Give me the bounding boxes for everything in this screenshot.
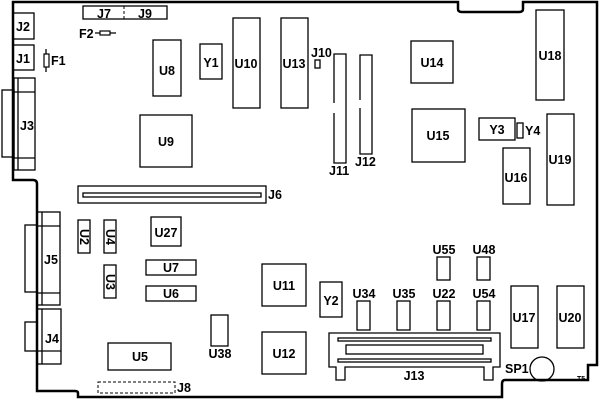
chip-u35: U35 (393, 287, 416, 331)
connector-j2: J2 (12, 12, 35, 40)
label-u22: U22 (433, 287, 456, 301)
chip-u11: U11 (261, 263, 307, 307)
connector-j4: J4 (24, 308, 62, 365)
chip-u6: U6 (145, 285, 197, 302)
label-u14: U14 (421, 56, 444, 70)
chip-u16: U16 (502, 147, 531, 205)
label-u8: U8 (159, 64, 175, 78)
label-f2: F2 (79, 27, 94, 41)
connector-j12: J12 (355, 54, 376, 169)
label-u55: U55 (433, 243, 456, 257)
crystal-y3: Y3 (478, 117, 516, 141)
label-u48: U48 (473, 243, 496, 257)
label-u11: U11 (273, 279, 295, 293)
label-y4: Y4 (525, 124, 540, 138)
label-j11: J11 (329, 164, 349, 178)
label-u18: U18 (539, 49, 562, 63)
chip-u54: U54 (473, 287, 496, 331)
connector-j1: J1 (12, 44, 35, 71)
label-j1: J1 (16, 52, 30, 66)
label-j5: J5 (44, 253, 58, 267)
label-y3: Y3 (489, 123, 504, 137)
label-u6: U6 (163, 287, 179, 301)
label-j6: J6 (268, 188, 282, 202)
label-u15: U15 (427, 129, 450, 143)
chip-u15: U15 (411, 108, 466, 163)
fuse-f2: F2 (79, 27, 116, 41)
label-u4: U4 (103, 229, 117, 245)
label-u35: U35 (393, 287, 416, 301)
label-u27: U27 (155, 226, 178, 240)
label-u19: U19 (549, 153, 572, 167)
label-y1: Y1 (203, 56, 218, 70)
label-u5: U5 (132, 350, 148, 364)
fuse-f1: F1 (43, 49, 66, 72)
label-j9: J9 (138, 7, 152, 21)
label-j3: J3 (20, 119, 34, 133)
crystal-y2: Y2 (319, 281, 343, 318)
board-outline (11, 0, 599, 399)
chip-u22: U22 (433, 287, 456, 331)
label-j12: J12 (355, 155, 376, 169)
chip-u5: U5 (107, 342, 172, 371)
chip-u4: U4 (103, 219, 117, 254)
chip-u27: U27 (150, 216, 182, 247)
label-u9: U9 (158, 135, 174, 149)
chip-u17: U17 (510, 285, 539, 349)
label-u38: U38 (209, 347, 232, 361)
connector-j13: J13 (328, 332, 501, 383)
crystal-y4: Y4 (516, 122, 540, 139)
label-j8: J8 (177, 381, 191, 395)
connector-j10: J10 (311, 46, 332, 69)
chip-u55: U55 (433, 243, 456, 281)
label-u10: U10 (235, 57, 258, 71)
label-sp1: SP1 (505, 362, 529, 376)
crystal-y1: Y1 (199, 43, 223, 80)
label-y2: Y2 (323, 294, 338, 308)
label-u54: U54 (473, 287, 496, 301)
chip-u34: U34 (353, 287, 376, 331)
chip-u38: U38 (209, 314, 232, 361)
chip-u48: U48 (473, 243, 496, 281)
label-j7: J7 (97, 7, 111, 21)
label-u12: U12 (273, 347, 296, 361)
label-u13: U13 (283, 57, 306, 71)
chip-u2: U2 (77, 219, 91, 254)
connector-j11: J11 (329, 53, 349, 178)
chip-u8: U8 (152, 39, 182, 97)
label-u34: U34 (353, 287, 376, 301)
label-j13: J13 (404, 369, 425, 383)
chip-u14: U14 (410, 40, 454, 84)
connector-j3: J3 (1, 77, 36, 171)
connector-j5: J5 (24, 211, 61, 306)
label-u20: U20 (559, 311, 582, 325)
label-j4: J4 (45, 332, 59, 346)
label-u2: U2 (77, 229, 91, 245)
chip-u12: U12 (261, 331, 307, 375)
label-u16: U16 (505, 171, 528, 185)
connector-j7-j9: J7 J9 (82, 5, 168, 21)
chip-u20: U20 (556, 285, 585, 349)
label-u17: U17 (513, 311, 536, 325)
label-j10: J10 (311, 46, 332, 60)
chip-u7: U7 (145, 259, 197, 276)
speaker-sp1: SP1 (505, 356, 555, 382)
label-f1: F1 (51, 54, 66, 68)
chip-u3: U3 (103, 264, 117, 299)
chip-u18: U18 (535, 9, 565, 101)
label-u3: U3 (103, 274, 117, 290)
chip-u9: U9 (139, 114, 193, 168)
connector-j8: J8 (97, 381, 191, 395)
chip-u13: U13 (280, 17, 309, 109)
chip-u19: U19 (546, 113, 575, 206)
label-j2: J2 (16, 20, 30, 34)
connector-j6: J6 (77, 185, 282, 204)
chip-u10: U10 (232, 17, 261, 109)
corner-mark: T5 (577, 376, 585, 383)
label-u7: U7 (163, 261, 179, 275)
